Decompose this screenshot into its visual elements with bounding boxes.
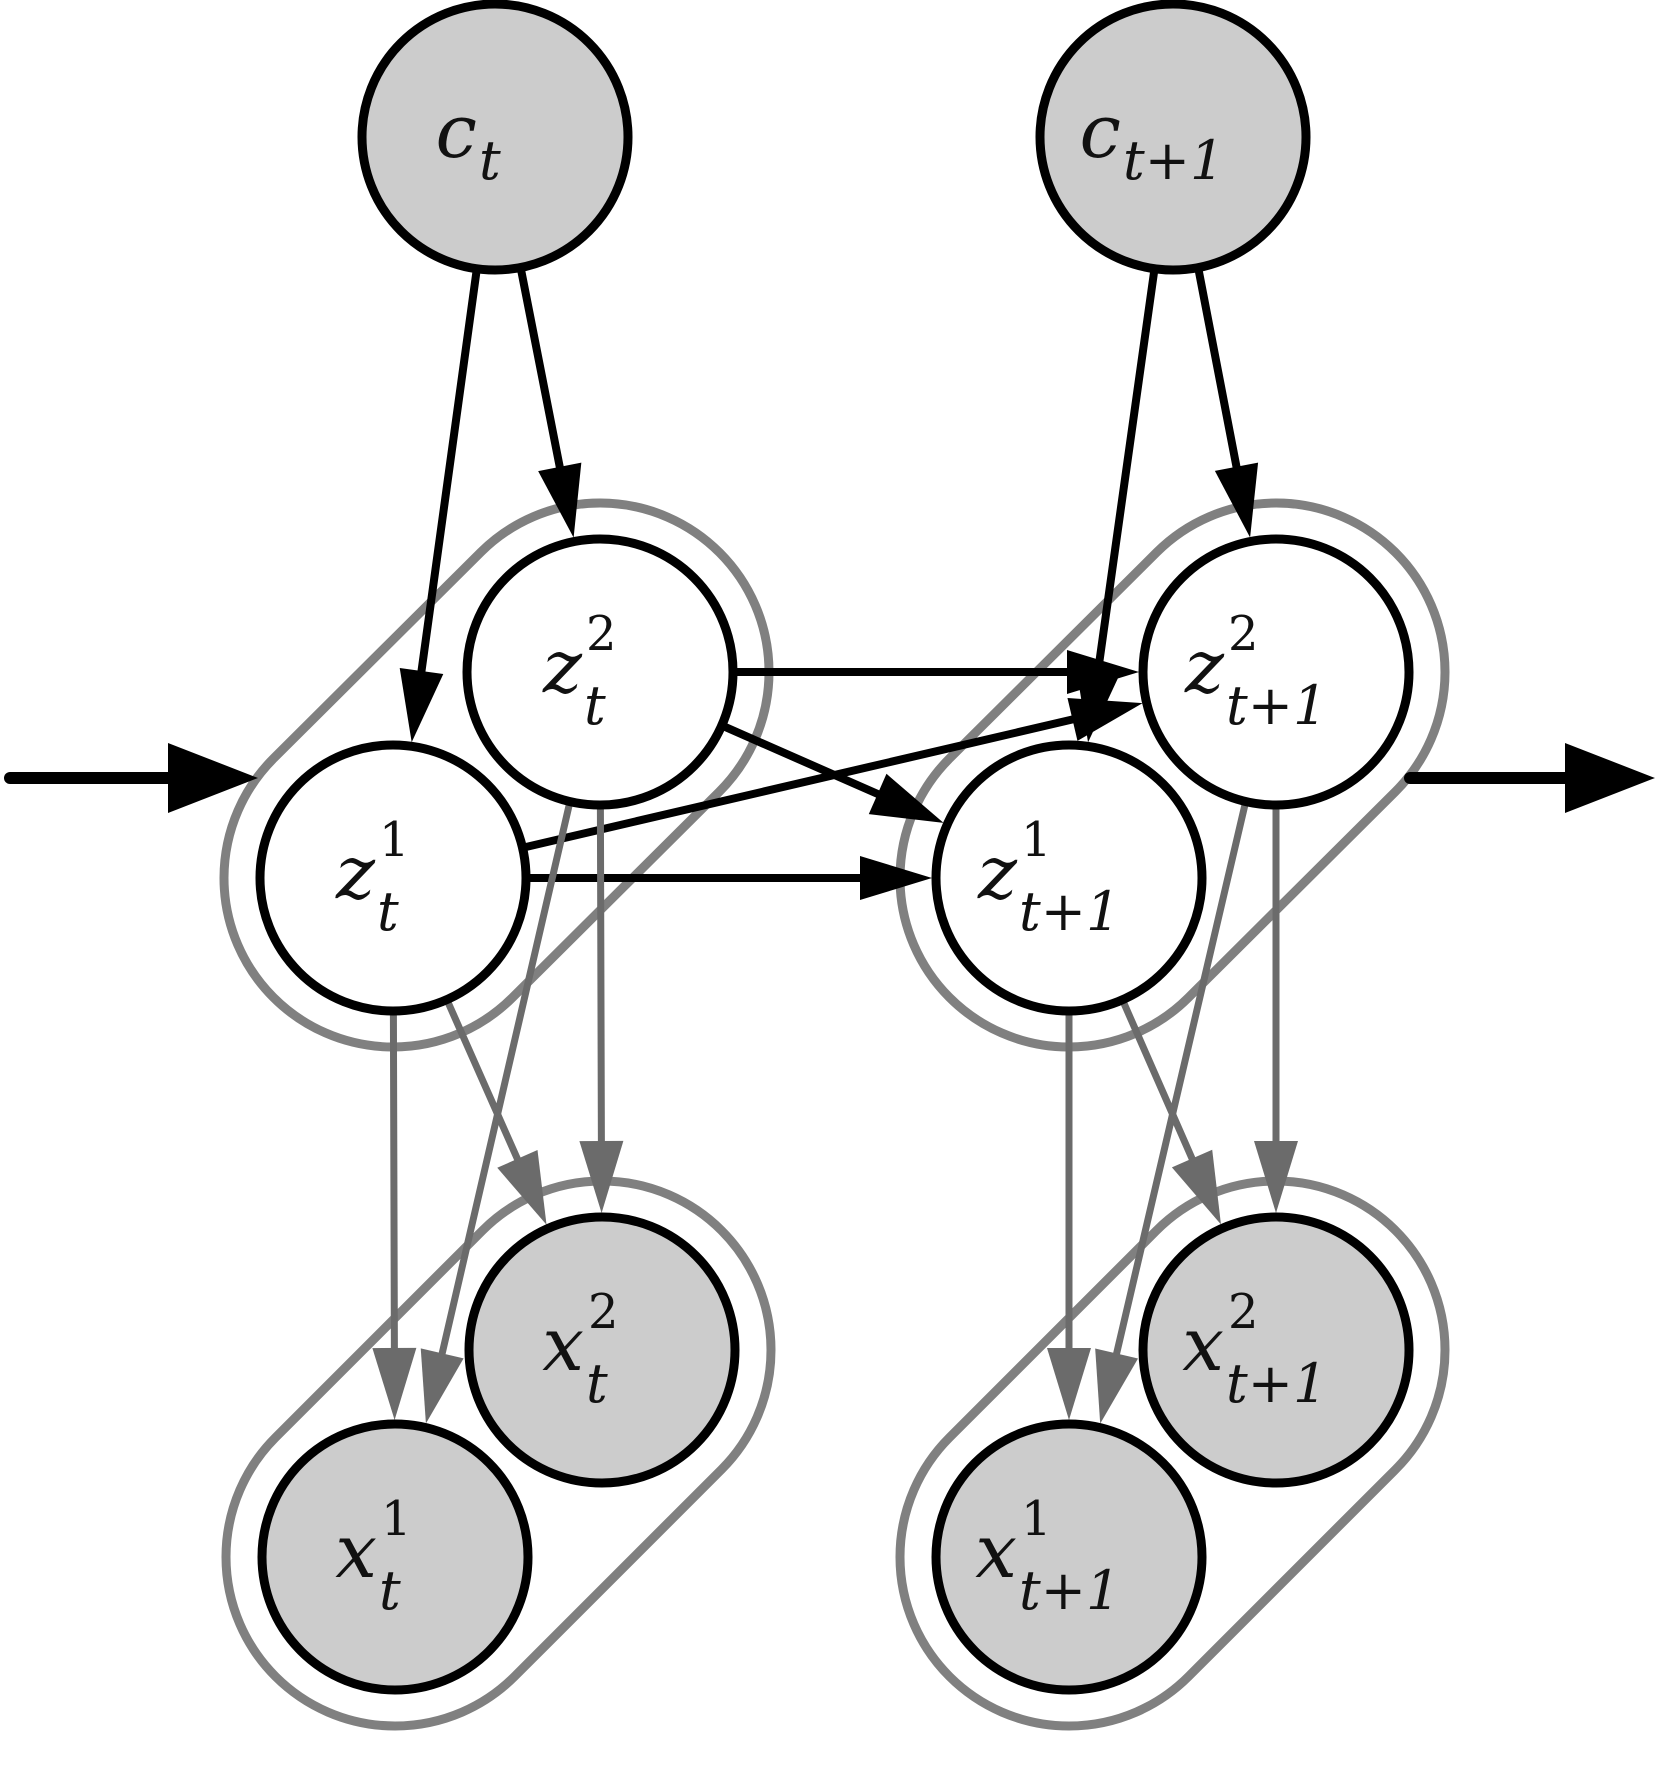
node-circle [255,740,531,1016]
temporal-arrows [4,743,1655,813]
node-label: z [335,830,376,916]
node-subscript: t+1 [1123,129,1224,192]
node-subscript: t [479,129,501,192]
edge-arrow [579,805,624,1214]
node-superscript: 2 [1228,606,1259,662]
node-circle [462,534,738,810]
node-subscript: t [586,1352,608,1415]
group-capsule [221,1176,776,1731]
node-label: z [542,624,583,710]
edge-arrow [1047,1011,1091,1420]
node-subscript: t [379,1559,401,1622]
node-superscript: 2 [588,1284,619,1340]
node-superscript: 1 [379,812,410,868]
edge-arrow [399,268,481,743]
edge-arrow [517,267,582,538]
edge-arrow [1120,999,1221,1225]
node-circle [1035,0,1311,275]
node-subscript: t+1 [1019,1559,1120,1622]
node-superscript: 1 [381,1491,412,1547]
edge-arrow [526,856,932,900]
node-label: x [542,1302,584,1388]
node-label: z [977,830,1018,916]
node-superscript: 2 [586,606,617,662]
node-subscript: t [377,880,399,943]
node-superscript: 1 [1021,1491,1052,1547]
node-label: c [436,89,477,175]
node-label: x [1182,1302,1224,1388]
group-capsule [219,498,774,1052]
edge-arrow [1194,267,1259,538]
node-label: x [335,1509,377,1595]
group-outlines [219,498,1450,1731]
edge-arrow [372,1011,417,1421]
node-circle [931,1419,1207,1695]
node-subscript: t [584,674,606,737]
outgoing-temporal-arrow [1404,743,1655,813]
node-label: c [1080,89,1121,175]
edge-arrow [522,698,1143,851]
node-subscript: t+1 [1226,1352,1327,1415]
node-superscript: 1 [1021,812,1052,868]
node-circle [1138,534,1414,810]
edge-arrow [721,723,944,823]
group-capsule [895,498,1450,1052]
edge-arrow [733,650,1139,694]
edge-arrow [1254,805,1298,1213]
node-circle [357,0,633,275]
group-capsule [895,1176,1450,1731]
edge-arrow [444,999,547,1225]
node-label: z [1184,624,1225,710]
edge-arrow [1095,801,1249,1424]
node-label: x [975,1509,1017,1595]
node-circle [1138,1212,1414,1488]
node-superscript: 2 [1228,1284,1259,1340]
incoming-temporal-arrow [4,743,258,813]
node-circle [464,1212,740,1488]
node-circle [257,1419,533,1695]
edge-arrow [420,801,573,1424]
node-subscript: t+1 [1226,674,1327,737]
node-circle [931,740,1207,1016]
node-subscript: t+1 [1019,880,1120,943]
edges [372,267,1298,1424]
